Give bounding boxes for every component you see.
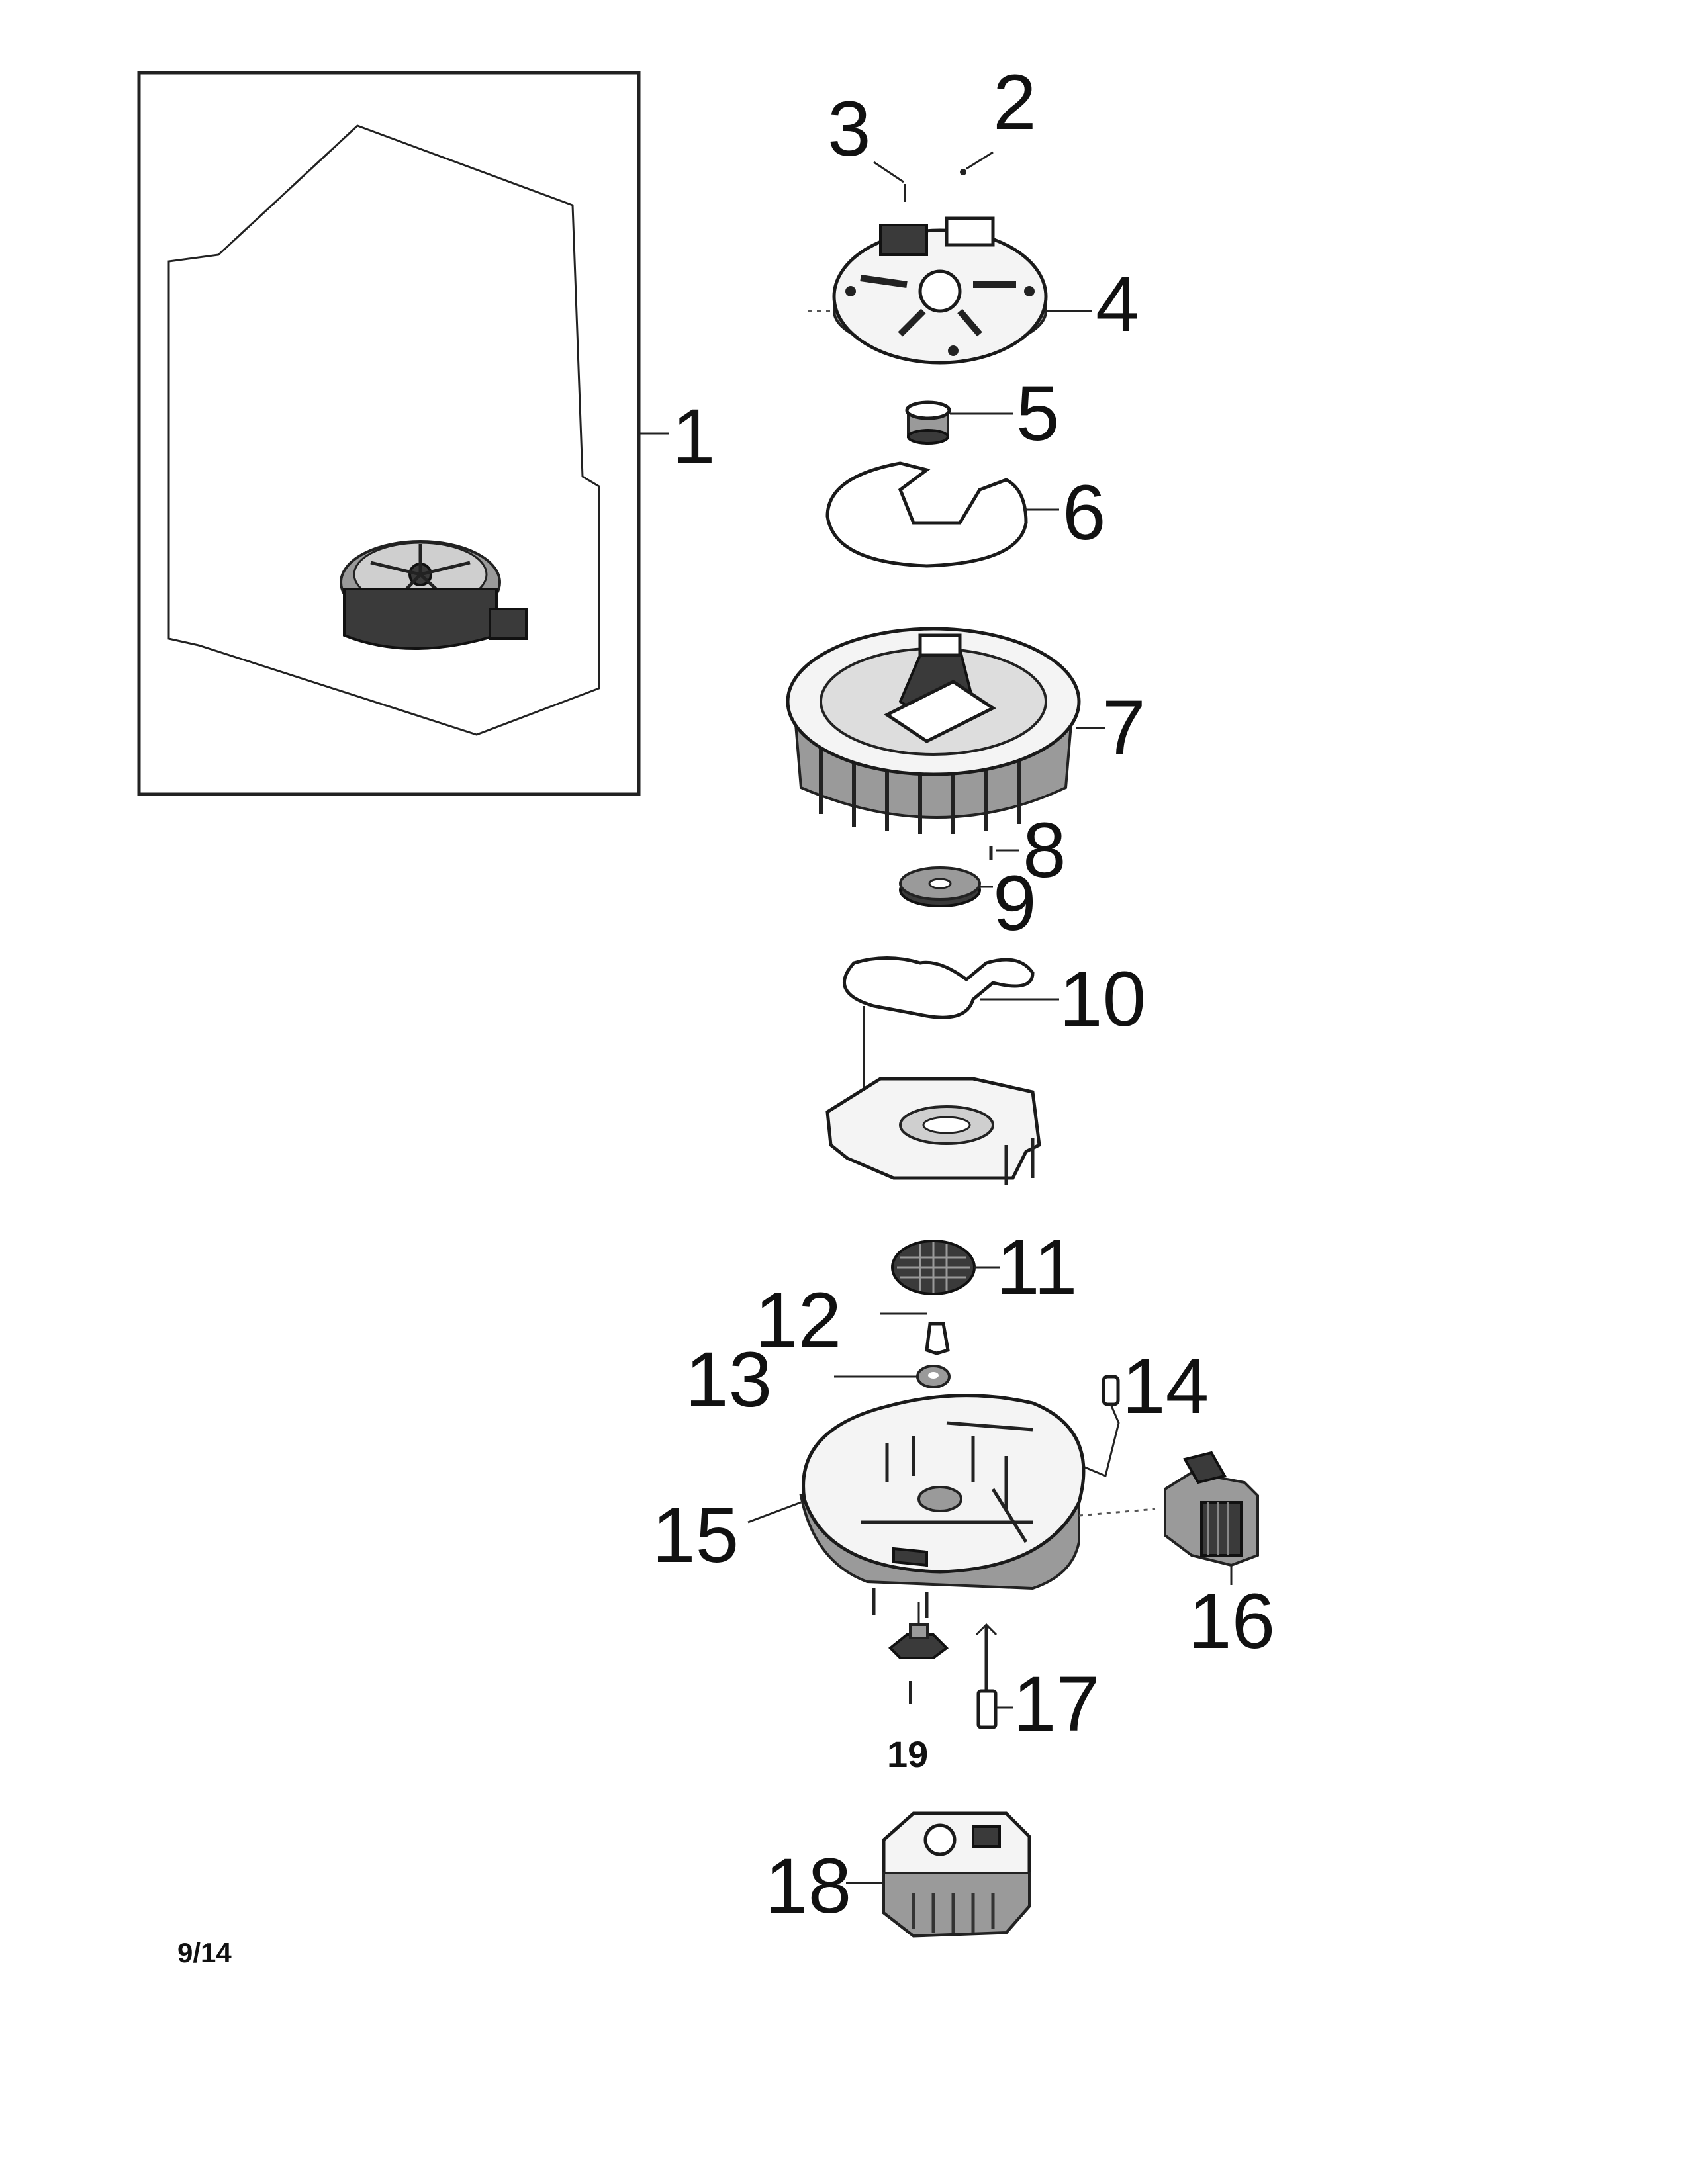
callout-4: 4: [1096, 261, 1139, 348]
callout-12: 12: [755, 1277, 841, 1364]
callout-7: 7: [1102, 684, 1146, 772]
part-10-seal: [842, 956, 1035, 1099]
page-number: 9/14: [177, 1937, 232, 1968]
callout-3: 3: [827, 85, 871, 173]
part-2-screw: [960, 151, 994, 175]
part-14-sensor: [1025, 1375, 1120, 1478]
callout-19: 19: [887, 1733, 928, 1775]
tub-pump-module: [340, 540, 528, 650]
part-6-gasket: [825, 461, 1028, 568]
callout-15: 15: [652, 1492, 739, 1579]
part-17-probe: [975, 1623, 1013, 1729]
callout-11: 11: [996, 1224, 1078, 1311]
part-13-nut: [916, 1365, 951, 1388]
part-4-cover-plate: [832, 216, 1048, 365]
part-16-drain-pump: [1078, 1451, 1259, 1585]
part-3-screw: [873, 161, 906, 202]
part-1-tub-assembly: [137, 71, 641, 796]
callout-17: 17: [1013, 1661, 1100, 1748]
part-8-pin: [989, 846, 1019, 860]
part-18-motor: [882, 1811, 1031, 1938]
part-19-pressure-switch: [888, 1602, 949, 1704]
callout-8: 8: [1023, 807, 1066, 894]
part-5-bushing: [905, 400, 951, 445]
part-12-nozzle: [925, 1322, 950, 1355]
callout-1: 1: [672, 393, 716, 480]
part-7-impeller-housing: [786, 627, 1081, 834]
callout-5: 5: [1016, 370, 1060, 457]
callout-18: 18: [765, 1843, 851, 1930]
callout-10: 10: [1059, 956, 1146, 1043]
callout-2: 2: [993, 59, 1037, 146]
callout-16: 16: [1188, 1578, 1275, 1665]
callout-6: 6: [1062, 469, 1106, 557]
callout-14: 14: [1122, 1343, 1209, 1430]
callout-9: 9: [993, 860, 1037, 947]
part-11-filter-screen: [891, 1240, 976, 1295]
part-9-washer: [899, 866, 981, 907]
lower-chamber: [825, 1077, 1041, 1185]
callout-13: 13: [685, 1336, 772, 1424]
part-15-sump-base: [799, 1394, 1086, 1618]
